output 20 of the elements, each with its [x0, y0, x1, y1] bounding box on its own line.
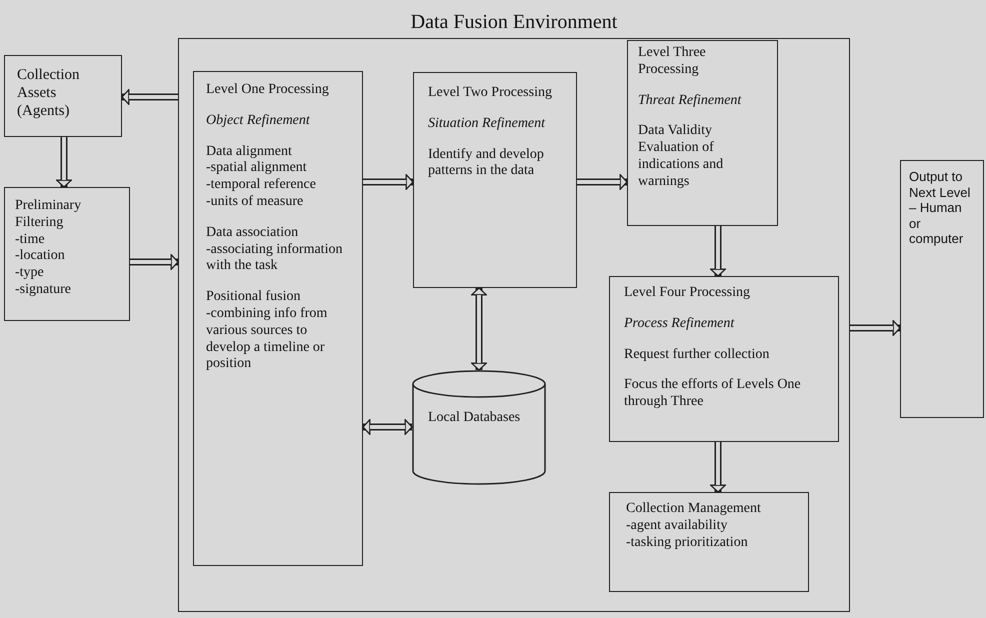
process-box: Level Four Processing Process Refinement Request further collection Focus the efforts of Levels One through Three — [609, 276, 839, 442]
process-box: Level Two Processing Situation Refinement Identify and develop patterns in the data — [413, 72, 577, 288]
block-arrow — [130, 254, 179, 270]
process-box: Level One Processing Object Refinement Data alignment -spatial alignment -temporal reference -units of measure Data association -associating information with the task Positional fusion -combining info from various sources to develop a timeline or position — [193, 71, 363, 566]
output-box: Output to Next Level – Human or computer — [900, 160, 984, 418]
process-box: Preliminary Filtering -time -location -type -signature — [4, 187, 130, 321]
group-label: Data Fusion Environment — [410, 10, 618, 34]
block-arrow — [471, 287, 487, 371]
block-arrow — [710, 226, 726, 277]
block-arrow — [577, 174, 628, 190]
process-box: Level Three Processing Threat Refinement Data Validity Evaluation of indications and warnings — [627, 40, 778, 226]
block-arrow — [363, 174, 414, 190]
database-cylinder: Local Databases — [412, 370, 546, 485]
block-arrow — [56, 137, 72, 188]
process-box: Collection Management -agent availability -tasking prioritization — [609, 492, 809, 592]
process-box: Collection Assets (Agents) — [4, 55, 122, 137]
block-arrow — [362, 419, 413, 435]
block-arrow — [850, 320, 901, 336]
block-arrow — [710, 442, 726, 493]
block-arrow — [121, 89, 178, 105]
